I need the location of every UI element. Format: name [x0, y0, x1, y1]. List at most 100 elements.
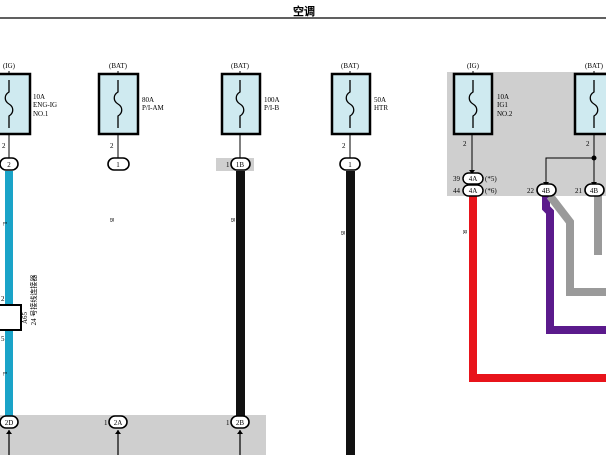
page-title: 空调 [293, 4, 315, 18]
fuse-body [0, 72, 32, 136]
fuse-rating: 10A [497, 93, 509, 101]
junction-pin-top: 2 [1, 295, 5, 303]
relay-pin-number: 22 [527, 187, 535, 195]
junction-pin-bottom: 5 [1, 335, 5, 343]
connector-label: 2B [236, 419, 245, 427]
junction-label-name: 24 号接线连接器 [29, 275, 38, 326]
fuse-p-i-b: (BAT) 100A P/I-B 1 1B [220, 62, 280, 171]
connector-label: 1 [116, 161, 120, 169]
fuse-rating: 100A [264, 96, 280, 104]
connector-ellipse [230, 415, 250, 429]
fuse-eng-ig-no1: (IG) 10A ENG-IG NO.1 2 2 [0, 62, 57, 171]
relay-pin-note: (*5) [485, 175, 497, 183]
fuse-ig1-no2: (IG) 10A IG1 NO.2 2 [452, 62, 513, 148]
relay-pin-number: 21 [575, 187, 583, 195]
fuse-symbol [235, 80, 245, 128]
connector-ellipse [0, 157, 19, 171]
fuse-name-line1: P/I-AM [142, 104, 165, 112]
fuse-source: (IG) [467, 62, 480, 70]
relay-pin-21: 21 4B [575, 183, 605, 197]
relay-pin-number: 39 [453, 175, 461, 183]
relay-wire-22 [545, 157, 594, 184]
arrow-up-2a [115, 430, 121, 434]
fuse-p-i-am: (BAT) 80A P/I-AM 2 1 [97, 62, 165, 171]
fuse-name-line2: NO.1 [33, 110, 49, 118]
fuse-pin: 2 [342, 142, 346, 150]
wire-light-blue [5, 171, 13, 416]
junction-connector-a65: 2 5 A65 24 号接线连接器 [0, 275, 38, 343]
connector-ellipse [462, 184, 484, 197]
wire-code-w5: R [461, 230, 467, 234]
fuse-name-line1: ENG-IG [33, 101, 57, 109]
fuse-source: (BAT) [341, 62, 360, 70]
connector-ellipse [107, 157, 130, 171]
fuse-pin: 1 [226, 161, 230, 169]
connector-label: 2A [114, 419, 123, 427]
bottom-junction-panel [0, 415, 266, 455]
junction-label-code: A65 [21, 311, 29, 324]
fuse-symbol [468, 80, 478, 128]
fuse-symbol [589, 80, 599, 128]
fuse-rating: 50A [374, 96, 386, 104]
wire-code-w2: B [108, 218, 114, 222]
fuse-htr: (BAT) 50A HTR 2 1 [330, 62, 388, 171]
relay-pin-note: (*6) [485, 187, 497, 195]
fuse-pin: 2 [2, 142, 6, 150]
wire-violet [542, 196, 606, 334]
connector-label: 4A [469, 187, 478, 195]
wire-gray [546, 193, 606, 296]
fuse-name-line2: NO.2 [497, 110, 513, 118]
fuse-name-line1: IG1 [497, 101, 508, 109]
connector-ellipse [230, 157, 251, 171]
wire-black-p-i-b [236, 171, 245, 416]
arrow-up-2d [6, 430, 12, 434]
wire-code-w4: B [339, 231, 345, 235]
relay-junction-dot [591, 155, 597, 161]
wire-code-w3: B [229, 218, 235, 222]
fuse-symbol [113, 80, 123, 128]
bottom-connector-pin: 1 [104, 419, 108, 427]
connector-label: 1 [348, 161, 352, 169]
relay-pin-number: 44 [453, 187, 461, 195]
fuse-pin: 2 [463, 140, 467, 148]
fuse-source: (BAT) [109, 62, 128, 70]
wire-black-htr [346, 171, 355, 455]
relay-pin-22: 22 4B [527, 183, 557, 197]
fuse-source: (IG) [3, 62, 16, 70]
connector-ellipse [108, 415, 128, 429]
fuse-symbol [4, 80, 14, 128]
connector-label: 4B [590, 187, 599, 195]
fuse-name-line1: P/I-B [264, 104, 280, 112]
arrow-up-2b [237, 430, 243, 434]
fuse-symbol [345, 80, 355, 128]
fuse-pin: 2 [110, 142, 114, 150]
connector-ellipse [584, 183, 605, 197]
fuse-source: (BAT) [585, 62, 604, 70]
bottom-connector-2d: 2D [0, 415, 19, 434]
bottom-connector-2b: 1 2B [226, 415, 250, 434]
arrow-39 [469, 170, 475, 174]
fuse-body [573, 72, 606, 136]
relay-pin-39: 39 4A (*5) [453, 172, 497, 185]
wire-code-w1a: L [1, 222, 7, 226]
connector-ellipse [536, 183, 557, 197]
connector-label: 2D [5, 419, 14, 427]
connector-ellipse [0, 415, 19, 429]
junction-wire-cover [5, 307, 13, 328]
connector-label: 1B [236, 161, 245, 169]
wire-red [469, 196, 606, 382]
fuse-source: (BAT) [231, 62, 250, 70]
connector-label: 4A [469, 175, 478, 183]
connector-ellipse [462, 172, 484, 185]
connector-label: 4B [542, 187, 551, 195]
fuse-bat-right: (BAT) 2 [573, 62, 606, 148]
fuse-name-line1: HTR [374, 104, 388, 112]
bottom-connector-2a: 1 2A [104, 415, 128, 434]
fuse-rating: 80A [142, 96, 154, 104]
fuse-pin: 2 [586, 140, 590, 148]
wire-code-w1b: L [1, 372, 7, 376]
connector-ellipse [339, 157, 361, 171]
relay-pin-44: 44 4A (*6) [453, 184, 497, 197]
bottom-connector-pin: 1 [226, 419, 230, 427]
